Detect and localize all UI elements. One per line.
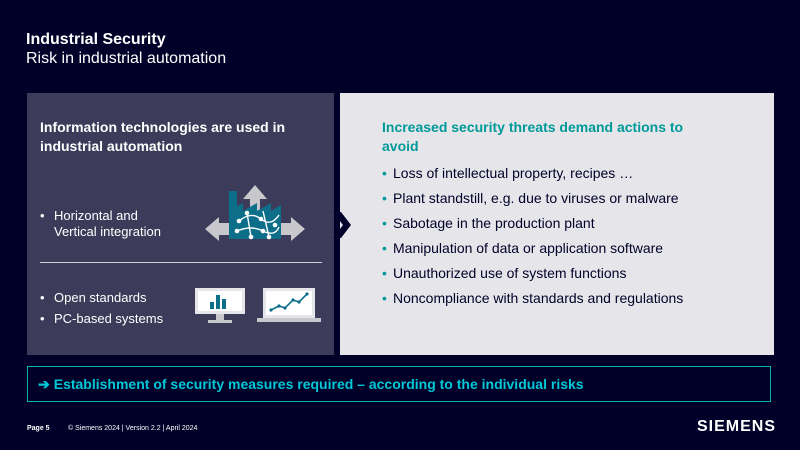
callout-box: ➔Establishment of security measures requ… [27,366,771,402]
callout-text: ➔Establishment of security measures requ… [38,376,584,393]
bullet-integration-line2: Vertical integration [54,224,161,239]
chevron-right-icon [333,212,351,238]
integration-network-icon [205,185,305,241]
page-number: Page 5 [27,425,50,432]
right-panel: Increased security threats demand action… [340,93,774,355]
list-item: • Unauthorized use of system functions [382,265,683,281]
list-item: • Loss of intellectual property, recipes … [382,165,683,181]
page-title: Industrial Security [26,31,166,48]
bullet-dot: • [40,208,45,223]
list-item: • Noncompliance with standards and regula… [382,290,683,306]
callout-label: Establishment of security measures requi… [53,376,584,392]
bullet-dot: • [382,215,387,231]
bullet-dot: • [382,290,387,306]
arrow-right-icon: ➔ [38,376,50,392]
computer-screens-icon [195,288,321,323]
bullet-dot: • [40,290,45,305]
bullet-integration: • Horizontal and Vertical integration [40,208,161,240]
right-panel-heading: Increased security threats demand action… [382,119,684,154]
threat-label: Manipulation of data or application soft… [393,240,664,256]
threat-label: Sabotage in the production plant [393,215,595,231]
bullet-open-standards: • Open standards [40,290,147,306]
threat-label: Plant standstill, e.g. due to viruses or… [393,190,679,206]
left-panel-heading: Information technologies are used in ind… [40,119,286,154]
bullet-pc-based: • PC-based systems [40,311,163,327]
page-subtitle: Risk in industrial automation [26,50,227,67]
threat-label: Unauthorized use of system functions [393,265,627,281]
list-item: • Manipulation of data or application sof… [382,240,683,256]
bullet-dot: • [382,265,387,281]
list-item: • Sabotage in the production plant [382,215,683,231]
bullet-dot: • [40,311,45,326]
bullet-open-standards-label: Open standards [54,290,147,305]
list-item: • Plant standstill, e.g. due to viruses o… [382,190,683,206]
bullet-pc-based-label: PC-based systems [54,311,164,326]
threat-label: Loss of intellectual property, recipes … [393,165,634,181]
bullet-dot: • [382,165,387,181]
bullet-integration-line1: Horizontal and [54,208,138,223]
left-panel: Information technologies are used in ind… [27,93,334,355]
threat-list: • Loss of intellectual property, recipes … [382,165,683,315]
bullet-dot: • [382,190,387,206]
copyright-text: © Siemens 2024 | Version 2.2 | April 202… [68,425,198,432]
bullet-dot: • [382,240,387,256]
panel-divider [40,262,322,263]
siemens-logo: SIEMENS [697,418,777,435]
threat-label: Noncompliance with standards and regulat… [393,290,684,306]
